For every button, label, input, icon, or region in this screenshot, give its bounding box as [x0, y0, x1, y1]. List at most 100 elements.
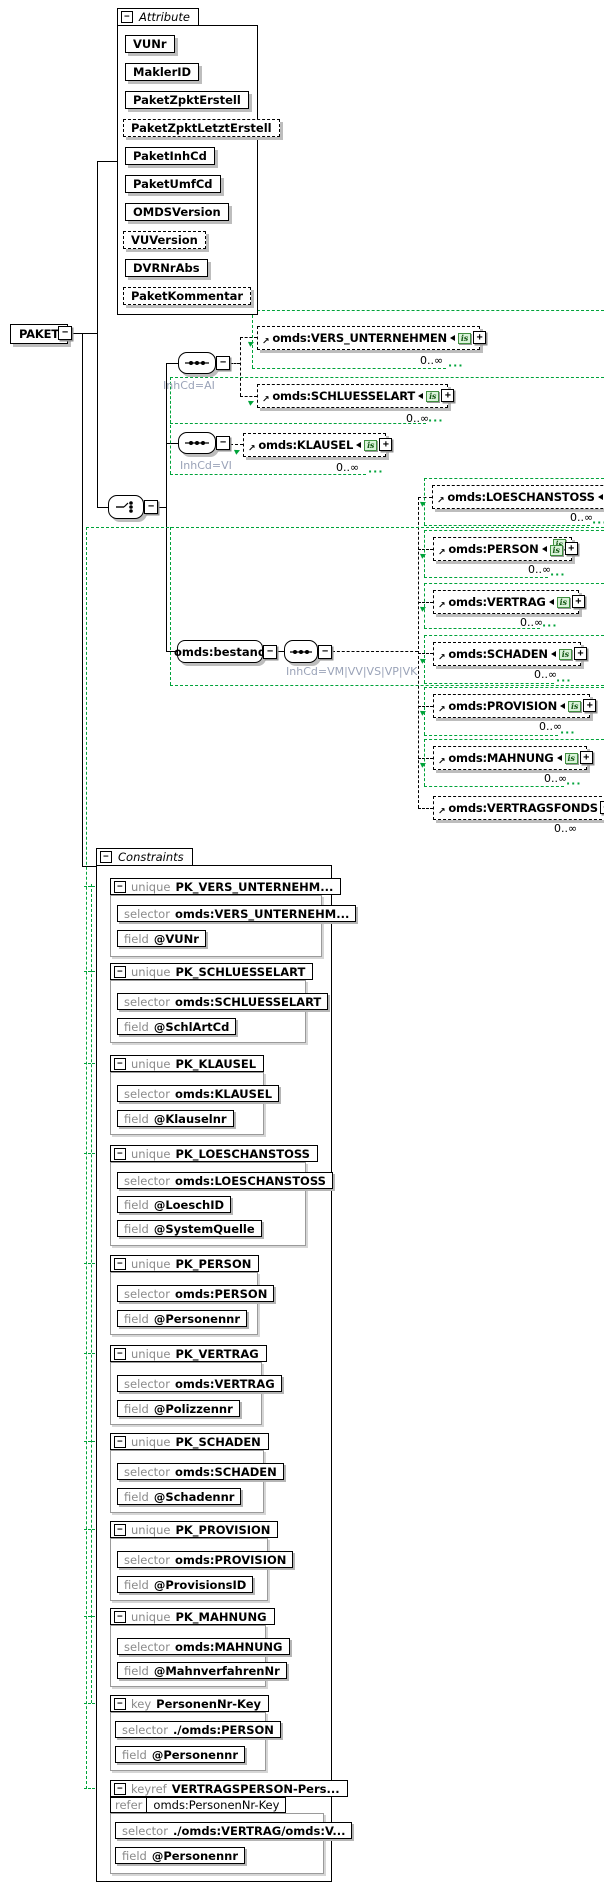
- attribute-paketinhcd[interactable]: PaketInhCd: [125, 147, 215, 165]
- attribute-paketkommentar[interactable]: PaketKommentar: [123, 287, 252, 305]
- attribute-paketzpktletzterstell[interactable]: PaketZpktLetztErstell: [123, 119, 280, 137]
- constraint-selector[interactable]: selector omds:PERSON: [117, 1285, 275, 1302]
- attribute-paketzpkterstell[interactable]: PaketZpktErstell: [125, 91, 249, 109]
- collapse-icon[interactable]: −: [114, 1610, 126, 1623]
- constraint-personennr-key[interactable]: − key PersonenNr-Key: [110, 1695, 270, 1712]
- attribute-paketumfcd[interactable]: PaketUmfCd: [125, 175, 221, 193]
- connector-optional: [418, 549, 433, 550]
- element-ref-icon: ↗: [438, 705, 446, 715]
- constraint-field[interactable]: field @SchlArtCd: [117, 1018, 237, 1035]
- substitution-arrow-icon: ▶: [419, 655, 428, 665]
- attributes-panel-tab[interactable]: − Attribute: [117, 8, 199, 25]
- element-schluesselart[interactable]: ↗ omds:SCHLUESSELART is +: [257, 384, 455, 408]
- constraint-selector[interactable]: selector omds:SCHADEN: [117, 1463, 284, 1480]
- constraint-pk-vers-unternehmen[interactable]: − unique PK_VERS_UNTERNEHM...: [110, 878, 342, 895]
- constraint-selector[interactable]: selector omds:PROVISION: [117, 1551, 294, 1568]
- element-vertrag[interactable]: ↗ omds:VERTRAG is +: [433, 590, 585, 614]
- constraint-field[interactable]: field @MahnverfahrenNr: [117, 1662, 287, 1679]
- constraint-pk-schaden[interactable]: − unique PK_SCHADEN: [110, 1433, 269, 1450]
- collapse-toggle[interactable]: −: [58, 326, 72, 340]
- collapse-icon[interactable]: −: [114, 1523, 126, 1536]
- constraint-field[interactable]: field @SystemQuelle: [117, 1220, 262, 1237]
- collapse-toggle[interactable]: −: [216, 436, 230, 450]
- constraint-field[interactable]: field @Polizzennr: [117, 1400, 240, 1417]
- constraint-selector[interactable]: selector omds:KLAUSEL: [117, 1085, 280, 1102]
- collapse-icon[interactable]: −: [121, 11, 133, 23]
- collapse-icon[interactable]: −: [114, 1782, 126, 1795]
- collapse-icon[interactable]: −: [114, 1057, 126, 1070]
- connector: [82, 866, 96, 867]
- collapse-toggle[interactable]: −: [263, 645, 277, 659]
- element-vers-unternehmen[interactable]: ↗ omds:VERS_UNTERNEHMEN is +: [257, 326, 487, 350]
- element-schaden[interactable]: ↗ omds:SCHADEN is +: [433, 642, 587, 666]
- attribute-vunr[interactable]: VUNr: [125, 35, 175, 53]
- choice-compositor[interactable]: [108, 495, 144, 519]
- expand-toggle[interactable]: +: [571, 595, 585, 608]
- root-element-paket[interactable]: PAKET: [10, 324, 68, 344]
- element-vertragsfonds[interactable]: ↗ omds:VERTRAGSFONDS +: [433, 796, 604, 820]
- element-person[interactable]: ↗ omds:PERSON is is +: [433, 537, 578, 561]
- constraint-pk-loeschanstoss[interactable]: − unique PK_LOESCHANSTOSS: [110, 1145, 318, 1162]
- collapse-toggle[interactable]: −: [144, 500, 158, 514]
- constraint-selector[interactable]: selector ./omds:VERTRAG/omds:V...: [115, 1822, 353, 1839]
- constraint-field[interactable]: field @Schadennr: [117, 1488, 242, 1505]
- element-loeschanstoss[interactable]: ↗ omds:LOESCHANSTOSS is +: [432, 485, 604, 509]
- constraint-pk-vertrag[interactable]: − unique PK_VERTRAG: [110, 1345, 267, 1362]
- collapse-icon[interactable]: −: [114, 880, 126, 893]
- sequence-compositor-bestand[interactable]: [284, 640, 318, 663]
- attribute-dvrnrabs[interactable]: DVRNrAbs: [125, 259, 208, 277]
- element-klausel[interactable]: ↗ omds:KLAUSEL is +: [243, 433, 393, 457]
- constraint-field[interactable]: field @Personennr: [117, 1310, 248, 1327]
- constraint-pk-mahnung[interactable]: − unique PK_MAHNUNG: [110, 1608, 275, 1625]
- connector: [97, 161, 117, 162]
- attribute-maklerid[interactable]: MaklerID: [125, 63, 200, 81]
- constraint-selector[interactable]: selector omds:MAHNUNG: [117, 1638, 290, 1655]
- collapse-toggle[interactable]: −: [318, 645, 332, 659]
- constraint-field[interactable]: field @ProvisionsID: [117, 1576, 254, 1593]
- expand-toggle[interactable]: +: [564, 542, 578, 555]
- collapse-icon[interactable]: −: [114, 1697, 126, 1710]
- collapse-icon[interactable]: −: [114, 1147, 126, 1160]
- expand-toggle[interactable]: +: [473, 331, 487, 344]
- constraint-pk-klausel[interactable]: − unique PK_KLAUSEL: [110, 1055, 265, 1072]
- constraint-pk-person[interactable]: − unique PK_PERSON: [110, 1255, 260, 1272]
- collapse-icon[interactable]: −: [114, 1257, 126, 1270]
- collapse-icon[interactable]: −: [114, 1347, 126, 1360]
- collapse-icon[interactable]: −: [114, 1435, 126, 1448]
- substitution-dots: ···: [592, 516, 604, 529]
- constraint-field[interactable]: field @VUNr: [117, 930, 206, 947]
- collapse-icon[interactable]: −: [100, 851, 112, 863]
- constraint-selector[interactable]: selector omds:VERS_UNTERNEHM...: [117, 905, 357, 922]
- substitution-guide: [424, 628, 540, 629]
- constraints-panel-tab[interactable]: − Constraints: [96, 848, 193, 865]
- element-bestand[interactable]: omds:bestand: [174, 640, 266, 663]
- expand-toggle[interactable]: +: [573, 647, 587, 660]
- element-provision[interactable]: ↗ omds:PROVISION is +: [433, 694, 597, 718]
- sequence-compositor-ai[interactable]: [178, 352, 216, 374]
- expand-toggle[interactable]: +: [583, 699, 597, 712]
- expand-toggle[interactable]: +: [441, 389, 455, 402]
- constraint-field[interactable]: field @Klauselnr: [117, 1110, 234, 1127]
- collapse-icon[interactable]: −: [114, 965, 126, 978]
- constraint-field[interactable]: field @LoeschID: [117, 1196, 232, 1213]
- collapse-toggle[interactable]: −: [216, 356, 230, 370]
- constraint-vertragsperson-keyref[interactable]: − keyref VERTRAGSPERSON-Pers...: [110, 1780, 348, 1797]
- constraint-pk-schluesselart[interactable]: − unique PK_SCHLUESSELART: [110, 963, 314, 980]
- expand-toggle[interactable]: +: [379, 438, 393, 451]
- attribute-omdsversion[interactable]: OMDSVersion: [125, 203, 229, 221]
- attribute-vuversion[interactable]: VUVersion: [123, 231, 206, 249]
- constraint-field[interactable]: field @Personennr: [115, 1847, 246, 1864]
- constraint-selector[interactable]: selector omds:VERTRAG: [117, 1375, 282, 1392]
- substitution-guide: [170, 377, 171, 423]
- expand-toggle[interactable]: +: [579, 751, 593, 764]
- constraint-refer[interactable]: refer omds:PersonenNr-Key: [110, 1797, 287, 1813]
- constraint-selector[interactable]: selector omds:LOESCHANSTOSS: [117, 1172, 333, 1189]
- constraint-pk-provision[interactable]: − unique PK_PROVISION: [110, 1521, 279, 1538]
- sequence-compositor-vi[interactable]: [178, 432, 216, 454]
- constraint-field[interactable]: field @Personennr: [115, 1746, 246, 1763]
- expand-toggle[interactable]: +: [599, 801, 604, 814]
- constraint-selector[interactable]: selector ./omds:PERSON: [115, 1721, 281, 1738]
- element-mahnung[interactable]: ↗ omds:MAHNUNG is +: [433, 746, 593, 770]
- constraint-selector[interactable]: selector omds:SCHLUESSELART: [117, 993, 329, 1010]
